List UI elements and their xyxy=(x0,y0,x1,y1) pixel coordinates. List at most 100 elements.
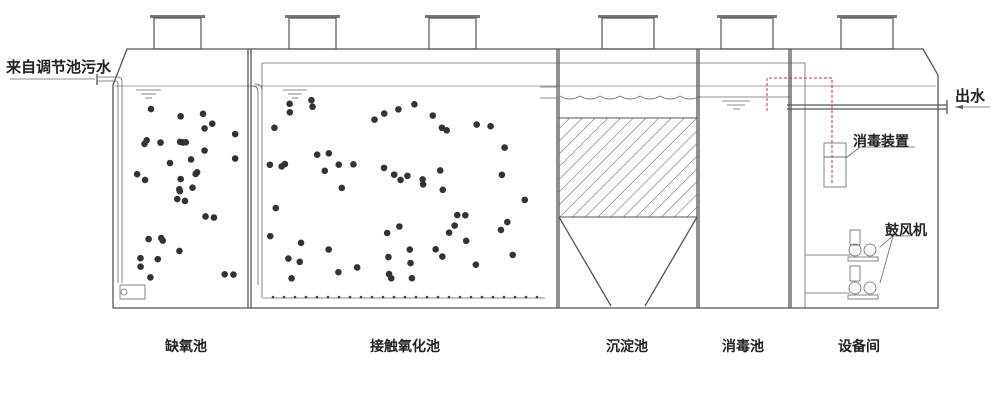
diffuser xyxy=(469,295,473,299)
manhole-flange xyxy=(598,15,658,18)
diffuser xyxy=(337,295,341,299)
media-dot xyxy=(157,139,164,146)
media-dot xyxy=(487,122,494,130)
diffuser xyxy=(524,295,528,299)
media-dot xyxy=(503,218,511,226)
media-dot xyxy=(231,155,239,162)
media-dot xyxy=(308,96,315,104)
diffuser xyxy=(447,295,451,299)
manhole-neck xyxy=(288,17,337,50)
media-dot xyxy=(380,164,388,172)
media-dot xyxy=(439,253,446,260)
blower-icon xyxy=(805,229,910,300)
media-dot xyxy=(286,109,294,116)
media-dot xyxy=(472,261,480,268)
media-dot xyxy=(296,258,304,266)
manhole-neck xyxy=(428,17,477,50)
media-dot xyxy=(137,263,144,271)
diffuser xyxy=(326,295,330,299)
outflow-pipe xyxy=(787,100,990,114)
media-dot xyxy=(288,275,295,282)
media-dot xyxy=(406,246,414,253)
tank-label-disinfection: 消毒池 xyxy=(722,339,764,355)
outlet-box xyxy=(540,86,558,99)
media-dot xyxy=(187,156,195,163)
media-dot xyxy=(177,112,184,120)
media-dot xyxy=(141,176,149,184)
diffusers xyxy=(271,295,539,299)
inflow-pipe xyxy=(10,74,146,300)
media-dot xyxy=(451,222,458,229)
media-dot xyxy=(285,255,292,262)
media-dot xyxy=(436,167,444,174)
diffuser xyxy=(282,295,286,299)
media-dot xyxy=(221,271,229,278)
tank-label-sedimentation: 沉淀池 xyxy=(606,339,648,355)
diffuser xyxy=(315,295,319,299)
media-dot xyxy=(397,176,404,184)
diffuser xyxy=(480,295,484,299)
media-dot xyxy=(181,197,189,205)
media-dot xyxy=(407,259,414,267)
media-dot xyxy=(387,274,395,282)
media-dot xyxy=(443,127,451,134)
media-dot xyxy=(396,223,403,230)
media-dot xyxy=(385,253,392,261)
sludge-hopper xyxy=(558,216,698,307)
media-dot xyxy=(497,226,505,234)
media-dot xyxy=(380,110,388,117)
partitions xyxy=(247,49,806,308)
media-dot xyxy=(201,147,208,154)
weir xyxy=(559,95,701,100)
media-dot xyxy=(230,271,237,278)
media-dot xyxy=(350,161,357,168)
diffuser xyxy=(502,295,506,299)
diffuser xyxy=(403,295,407,299)
media-dot xyxy=(297,239,305,247)
media-dot xyxy=(521,196,529,204)
media-dot xyxy=(439,186,447,194)
media-dot xyxy=(176,247,183,255)
media-dot xyxy=(278,163,285,170)
media-dot xyxy=(462,237,470,245)
media-dot xyxy=(498,171,506,179)
media-dot xyxy=(395,106,402,113)
media-dot xyxy=(202,213,209,220)
media-dot xyxy=(189,184,196,192)
media-dot xyxy=(404,172,411,180)
media-dot xyxy=(419,176,426,183)
media-dot xyxy=(501,144,508,151)
diffuser xyxy=(535,295,539,299)
media-dot xyxy=(432,246,439,253)
media-dot xyxy=(390,171,398,178)
media-dot xyxy=(143,136,150,144)
media-dot xyxy=(137,254,144,262)
disinfection-device-icon xyxy=(823,142,915,188)
media-dot xyxy=(179,139,187,146)
manhole-flange xyxy=(285,15,340,18)
tank-label-contact-oxidation: 接触氧化池 xyxy=(370,339,440,355)
manhole-flange xyxy=(717,15,777,18)
filler-media xyxy=(133,96,529,282)
media-dot xyxy=(462,211,469,219)
dosing-line xyxy=(766,77,833,185)
media-dot xyxy=(321,167,329,175)
media-dot xyxy=(325,149,333,157)
inflow-label: 来自调节池污水 xyxy=(6,58,112,76)
diffuser xyxy=(271,295,275,299)
diffuser xyxy=(436,295,440,299)
media-dot xyxy=(176,185,183,193)
diffuser xyxy=(304,295,308,299)
diffuser xyxy=(348,295,352,299)
water-level-symbols xyxy=(136,89,750,110)
media-dot xyxy=(453,211,461,219)
manhole-neck xyxy=(840,17,894,50)
tank-label-equipment-room: 设备间 xyxy=(838,339,880,355)
media-dot xyxy=(429,112,437,119)
media-dot xyxy=(473,121,481,128)
media-dot xyxy=(210,214,218,221)
media-dot xyxy=(371,116,378,123)
manhole-neck xyxy=(601,17,655,50)
disinfection-device-label: 消毒装置 xyxy=(853,134,909,150)
